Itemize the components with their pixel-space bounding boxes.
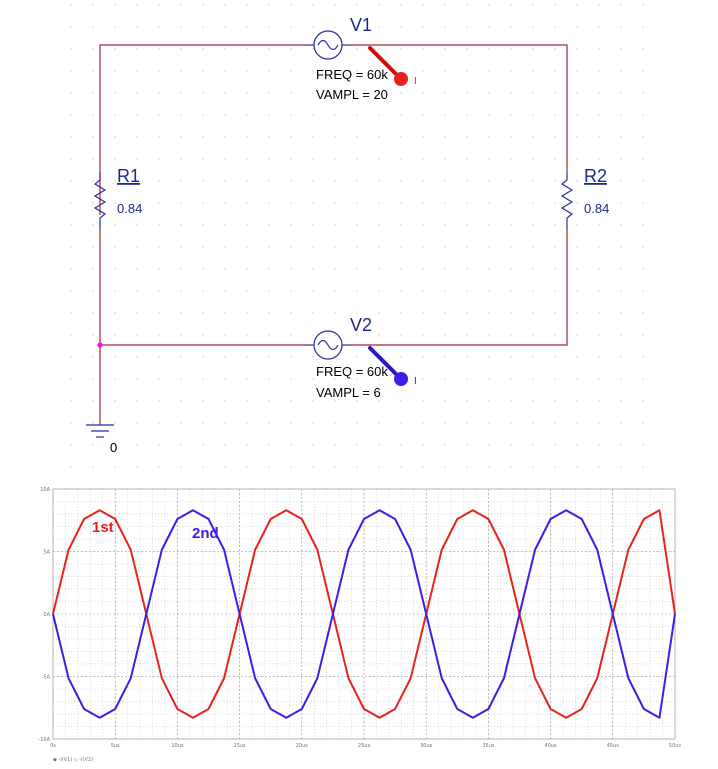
probe-tip-icon bbox=[394, 372, 408, 386]
probe-marker-icon bbox=[368, 346, 400, 378]
y-tick-label: -10A bbox=[38, 737, 50, 743]
x-tick-label: 10us bbox=[171, 743, 184, 749]
series-layer bbox=[52, 509, 676, 719]
node-junction-dot bbox=[97, 342, 103, 348]
wire-top-left[interactable] bbox=[99, 44, 306, 215]
voltage-source-v1[interactable] bbox=[306, 30, 350, 60]
x-tick-label: 30us bbox=[420, 743, 433, 749]
x-tick-label: 25us bbox=[358, 743, 371, 749]
v1-vampl: VAMPL = 20 bbox=[316, 87, 388, 102]
v1-name: V1 bbox=[350, 15, 372, 35]
schematic-dot-grid bbox=[60, 0, 660, 470]
probe-tip-icon bbox=[394, 72, 408, 86]
y-tick-label: 10A bbox=[40, 487, 50, 493]
current-probe-v2[interactable] bbox=[368, 346, 408, 386]
x-tick-label: 15us bbox=[234, 743, 247, 749]
x-tick-label: 5us bbox=[111, 743, 120, 749]
x-axis-ticks: 0s 5us 10us 15us 20us 25us 30us 35us 40us 45us 50u… bbox=[50, 743, 681, 749]
sine-icon bbox=[317, 39, 339, 51]
wire-bottom-right[interactable] bbox=[350, 230, 568, 346]
series-line-2nd bbox=[52, 509, 676, 719]
x-tick-label: 35us bbox=[482, 743, 495, 749]
r2-name: R2 bbox=[584, 166, 607, 186]
r1-name: R1 bbox=[117, 166, 140, 186]
wire-top-right[interactable] bbox=[350, 44, 568, 172]
sine-icon bbox=[317, 339, 339, 351]
voltage-source-v2[interactable] bbox=[306, 330, 350, 360]
x-tick-label: 40us bbox=[545, 743, 558, 749]
series-label-1st: 1st bbox=[92, 519, 114, 536]
probe-i-marker-v1: I bbox=[414, 76, 417, 87]
y-tick-label: 0A bbox=[43, 612, 50, 618]
series-line-1st bbox=[52, 509, 676, 719]
series-label-2nd: 2nd bbox=[192, 525, 219, 542]
ground-label: 0 bbox=[110, 440, 117, 455]
v2-name: V2 bbox=[350, 315, 372, 335]
wires bbox=[99, 44, 568, 425]
waveform-plot[interactable]: 10A 5A 0A -5A -10A 0s 5us 10us 15us 20us 25us 30us… bbox=[0, 470, 718, 769]
probe-marker-icon bbox=[368, 46, 400, 78]
ground-symbol[interactable] bbox=[86, 424, 114, 438]
x-tick-label: 45us bbox=[607, 743, 620, 749]
y-tick-label: 5A bbox=[43, 550, 50, 556]
y-axis-ticks: 10A 5A 0A -5A -10A bbox=[38, 487, 50, 743]
x-tick-label: 50us bbox=[669, 743, 682, 749]
schematic-canvas[interactable]: V1 FREQ = 60k VAMPL = 20 I V2 FREQ = 60k… bbox=[0, 0, 718, 470]
current-probe-v1[interactable] bbox=[368, 46, 408, 86]
y-tick-label: -5A bbox=[42, 675, 51, 681]
x-tick-label: 0s bbox=[50, 743, 56, 749]
x-tick-label: 20us bbox=[296, 743, 309, 749]
v1-freq: FREQ = 60k bbox=[316, 67, 388, 82]
plot-legend: ◆ -I(V1) ◇ -I(V2) bbox=[53, 757, 93, 763]
resistor-r2[interactable] bbox=[560, 172, 574, 230]
v2-freq: FREQ = 60k bbox=[316, 364, 388, 379]
v2-vampl: VAMPL = 6 bbox=[316, 385, 381, 400]
probe-i-marker-v2: I bbox=[414, 376, 417, 387]
r2-value: 0.84 bbox=[584, 201, 609, 216]
resistor-r1[interactable] bbox=[93, 172, 107, 230]
r1-value: 0.84 bbox=[117, 201, 142, 216]
